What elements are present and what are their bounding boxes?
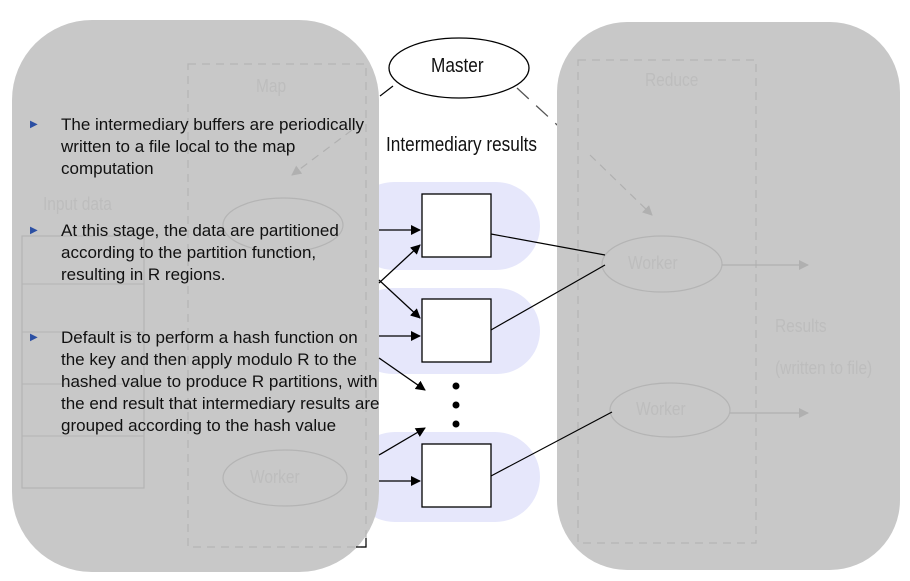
reduce-worker-2-label: Worker [636, 399, 686, 419]
reduce-worker-2 [609, 382, 731, 438]
reduce-dashed-frame [577, 59, 757, 544]
master-label: Master [431, 55, 484, 77]
map-to-box-1-diag-arrow [378, 244, 421, 284]
input-data-label: Input data [43, 194, 112, 214]
master-reduce-dashed-faded [589, 154, 653, 216]
reduce-overlay-panel [557, 22, 900, 570]
master-map-dashed-faded [291, 129, 353, 176]
reduce-worker-1-label: Worker [628, 253, 678, 273]
input-data-block [21, 235, 145, 489]
reduce-label: Reduce [645, 70, 699, 90]
ellipsis-dot [452, 401, 460, 409]
partition-box-2 [421, 298, 492, 363]
ellipsis-dot [452, 382, 460, 390]
partition-box-1 [421, 193, 492, 258]
partition-bands [350, 182, 540, 522]
map-worker-3 [222, 449, 348, 507]
bullet-marker-icon: ▶ [30, 225, 38, 236]
master-node [388, 37, 530, 99]
map-worker-1 [222, 197, 344, 253]
map-overlay-panel [12, 20, 379, 572]
intermediary-results-label: Intermediary results [386, 134, 538, 156]
map-to-ellipsis-arrow [378, 357, 426, 391]
master-to-map-arrow [379, 85, 394, 97]
results-label: Results [775, 316, 827, 336]
bullet-marker-icon: ▶ [30, 332, 38, 343]
map-to-box-3-diag-arrow [378, 427, 426, 456]
box-3-to-worker-2 [490, 411, 613, 477]
bullet-text: Default is to perform a hash function on… [61, 328, 380, 435]
bullet-text: At this stage, the data are partitioned … [61, 221, 339, 284]
partition-box-3 [421, 443, 492, 508]
map-to-box-2-diag-arrow [378, 279, 421, 319]
bullet-marker-icon: ▶ [30, 119, 38, 130]
box-2-to-worker-1 [490, 264, 606, 331]
box-1-to-worker-1 [490, 233, 606, 256]
reduce-worker-1 [601, 235, 723, 293]
map-frame-corner [356, 538, 367, 548]
map-worker-3-label: Worker [250, 467, 300, 487]
map-dashed-frame [187, 63, 367, 548]
written-to-file-label: (written to file) [775, 358, 873, 378]
map-label: Map [256, 76, 287, 96]
ellipsis-dot [452, 420, 460, 428]
bullet-text: The intermediary buffers are periodicall… [61, 115, 364, 178]
